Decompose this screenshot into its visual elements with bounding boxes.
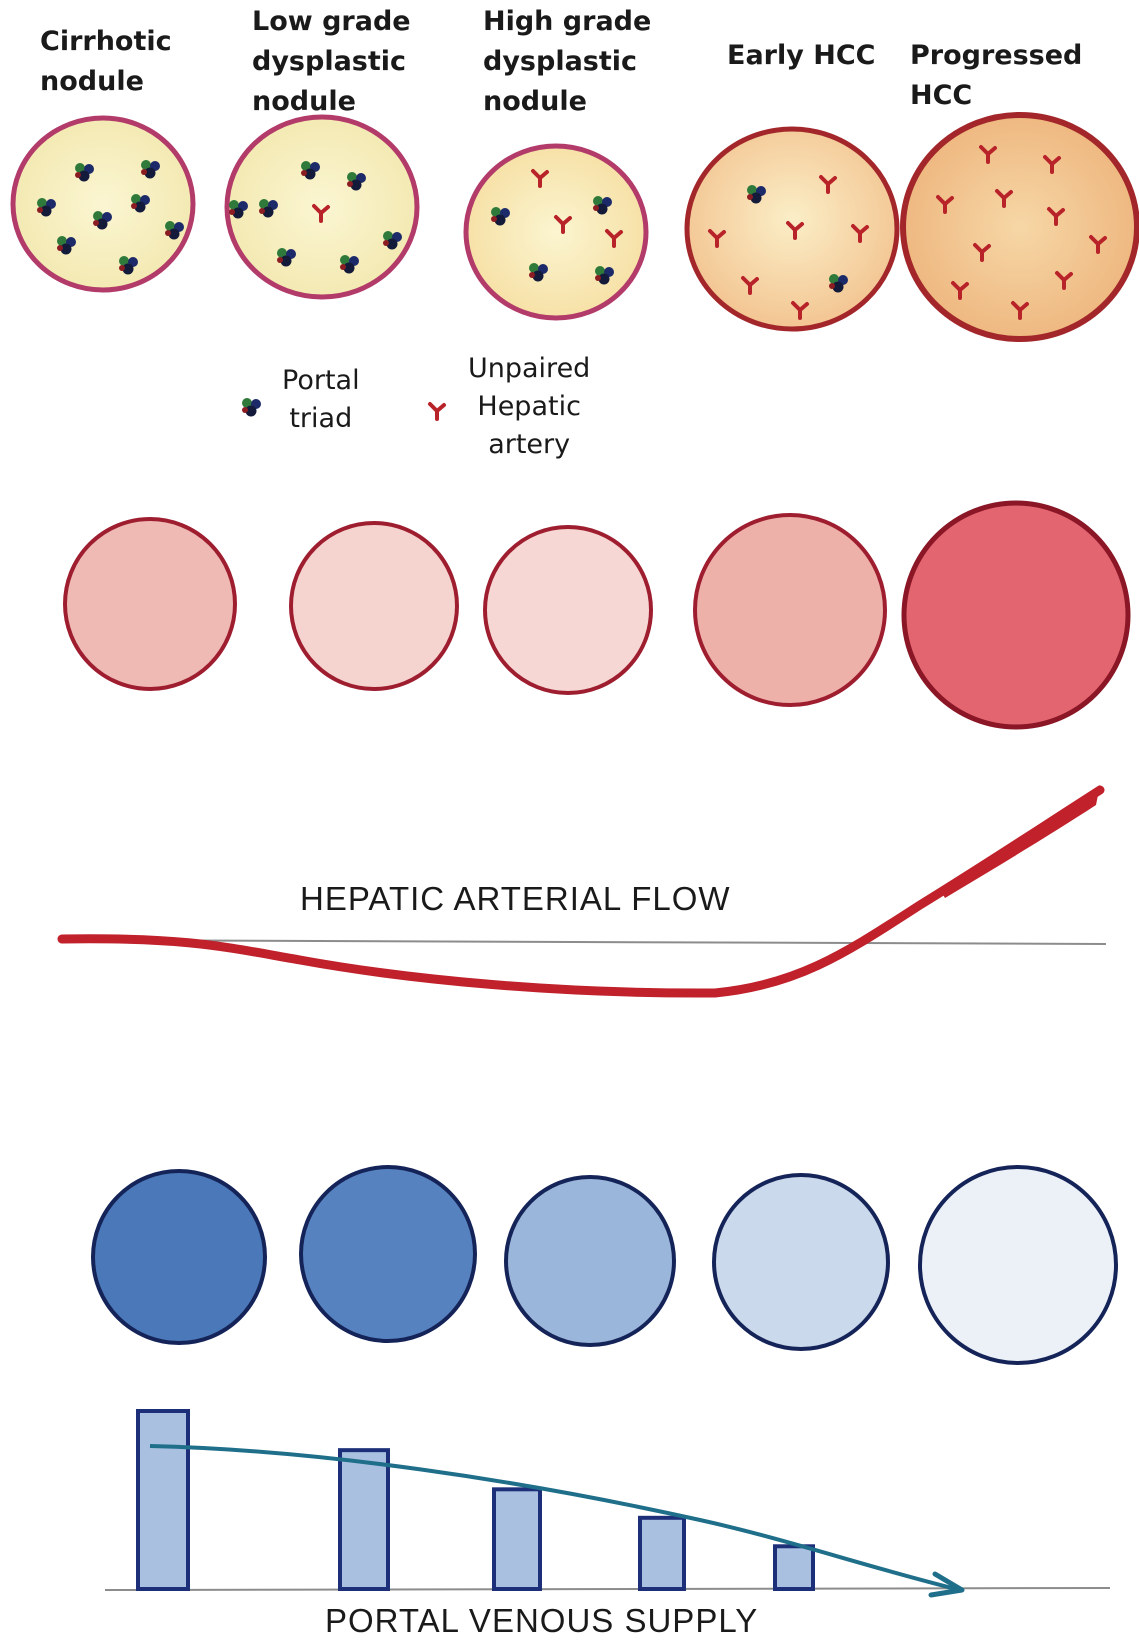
nodule-early-hcc xyxy=(687,129,897,329)
legend-artery-icon xyxy=(430,404,444,419)
portal-disc-cirrhotic xyxy=(93,1171,265,1343)
portal-supply-bar xyxy=(775,1546,813,1589)
arterial-disc-cirrhotic xyxy=(65,519,235,689)
portal-trend-arrow xyxy=(150,1446,960,1590)
arterial-flow-curve-thick xyxy=(940,785,1100,898)
portal-disc-low-grade xyxy=(301,1167,475,1341)
arterial-disc-progressed-hcc xyxy=(904,503,1128,727)
legend-portal-triad-icon xyxy=(242,398,261,417)
nodule-low-grade-dysplastic xyxy=(227,117,417,297)
arterial-disc-low-grade xyxy=(291,523,457,689)
portal-supply-bar xyxy=(138,1411,188,1589)
portal-supply-bar xyxy=(640,1518,684,1589)
portal-supply-bar xyxy=(494,1489,540,1589)
portal-supply-bars xyxy=(138,1411,813,1589)
arterial-enhancement-row xyxy=(65,503,1128,727)
portal-enhancement-row xyxy=(93,1167,1116,1363)
portal-disc-early-hcc xyxy=(714,1175,888,1349)
portal-disc-progressed-hcc xyxy=(920,1167,1116,1363)
arterial-disc-high-grade xyxy=(485,527,651,693)
portal-disc-high-grade xyxy=(506,1177,674,1345)
nodule-progressed-hcc xyxy=(903,115,1137,339)
arterial-disc-early-hcc xyxy=(695,515,885,705)
nodule-high-grade-dysplastic xyxy=(466,146,646,318)
nodule-cirrhotic xyxy=(13,118,193,290)
portal-supply-bar xyxy=(340,1450,388,1589)
